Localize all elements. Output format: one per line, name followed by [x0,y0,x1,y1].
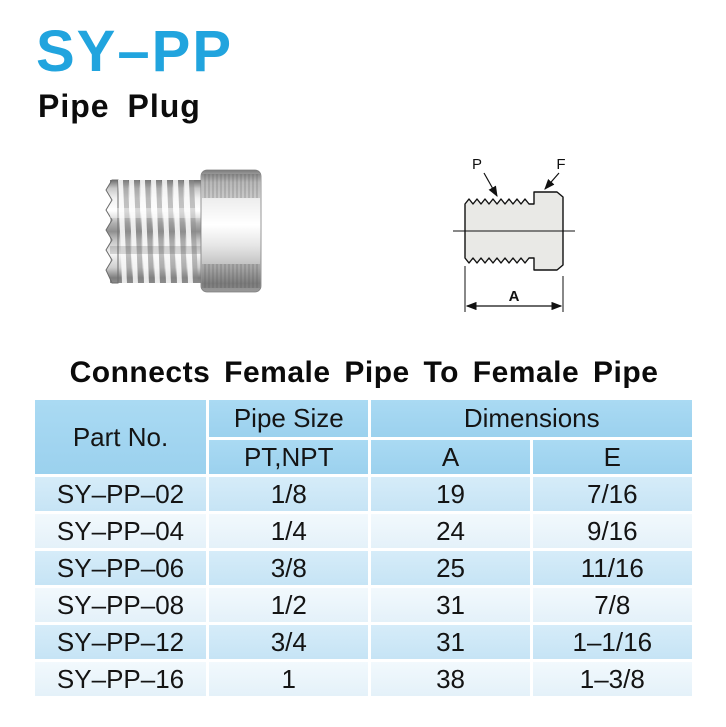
table-row: SY–PP–16 1 38 1–3/8 [35,662,692,696]
col-header-dimensions: Dimensions [371,400,692,437]
cell-a: 25 [371,551,530,585]
col-header-pipe-size: Pipe Size [209,400,369,437]
cell-a: 38 [371,662,530,696]
cell-e: 7/8 [532,588,692,622]
f-label: F [556,156,565,173]
cell-pt-npt: 1/2 [209,588,369,622]
f-leader-line [544,172,560,190]
cell-e: 9/16 [532,514,692,548]
p-label: P [472,156,482,173]
pipe-plug-photo [105,169,262,293]
cell-a: 24 [371,514,530,548]
cell-e: 7/16 [532,477,692,511]
table-row: SY–PP–12 3/4 31 1–1/16 [35,625,692,659]
col-header-a: A [371,440,530,474]
cell-a: 19 [371,477,530,511]
cell-e: 1–1/16 [532,625,692,659]
thread-section [105,179,202,284]
col-header-part-no: Part No. [35,400,207,474]
pipe-plug-diagram: P F A [453,156,575,312]
cell-pt-npt: 3/8 [209,551,369,585]
table-row: SY–PP–04 1/4 24 9/16 [35,514,692,548]
cell-pt-npt: 1/4 [209,514,369,548]
cell-a: 31 [371,588,530,622]
page-title: SY–PP [36,19,233,84]
cell-pt-npt: 1 [209,662,369,696]
a-label: A [509,288,520,305]
col-header-pt-npt: PT,NPT [209,440,369,474]
cell-e: 11/16 [532,551,692,585]
cell-part-no: SY–PP–16 [35,662,207,696]
p-leader-line [483,172,498,198]
cell-e: 1–3/8 [532,662,692,696]
cell-part-no: SY–PP–04 [35,514,207,548]
table-row: SY–PP–02 1/8 19 7/16 [35,477,692,511]
cell-pt-npt: 1/8 [209,477,369,511]
cell-pt-npt: 3/4 [209,625,369,659]
cell-part-no: SY–PP–08 [35,588,207,622]
col-header-e: E [532,440,692,474]
page-subtitle: Pipe Plug [38,88,201,124]
cell-part-no: SY–PP–06 [35,551,207,585]
table-row: SY–PP–08 1/2 31 7/8 [35,588,692,622]
collar-section [200,169,262,293]
cell-part-no: SY–PP–02 [35,477,207,511]
cell-part-no: SY–PP–12 [35,625,207,659]
cell-a: 31 [371,625,530,659]
spec-table: Part No. Pipe Size Dimensions PT,NPT A E… [32,397,695,699]
table-row: SY–PP–06 3/8 25 11/16 [35,551,692,585]
section-heading: Connects Female Pipe To Female Pipe [69,356,659,389]
